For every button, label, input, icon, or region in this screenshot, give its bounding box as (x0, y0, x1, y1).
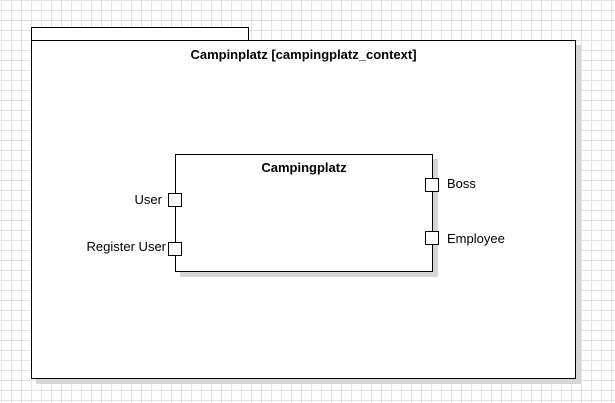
port-label-user: User (134, 192, 162, 207)
port-label-employee: Employee (447, 231, 505, 246)
port-label-boss: Boss (447, 176, 476, 191)
package-tab (31, 27, 249, 41)
port-user[interactable] (168, 193, 182, 207)
port-employee[interactable] (425, 231, 439, 245)
port-register-user[interactable] (168, 242, 182, 256)
port-boss[interactable] (425, 178, 439, 192)
package-title: Campinplatz [campingplatz_context] (190, 47, 417, 62)
component-box[interactable] (175, 154, 433, 272)
port-label-register-user: Register User (86, 239, 166, 254)
component-title: Campingplatz (261, 160, 347, 175)
